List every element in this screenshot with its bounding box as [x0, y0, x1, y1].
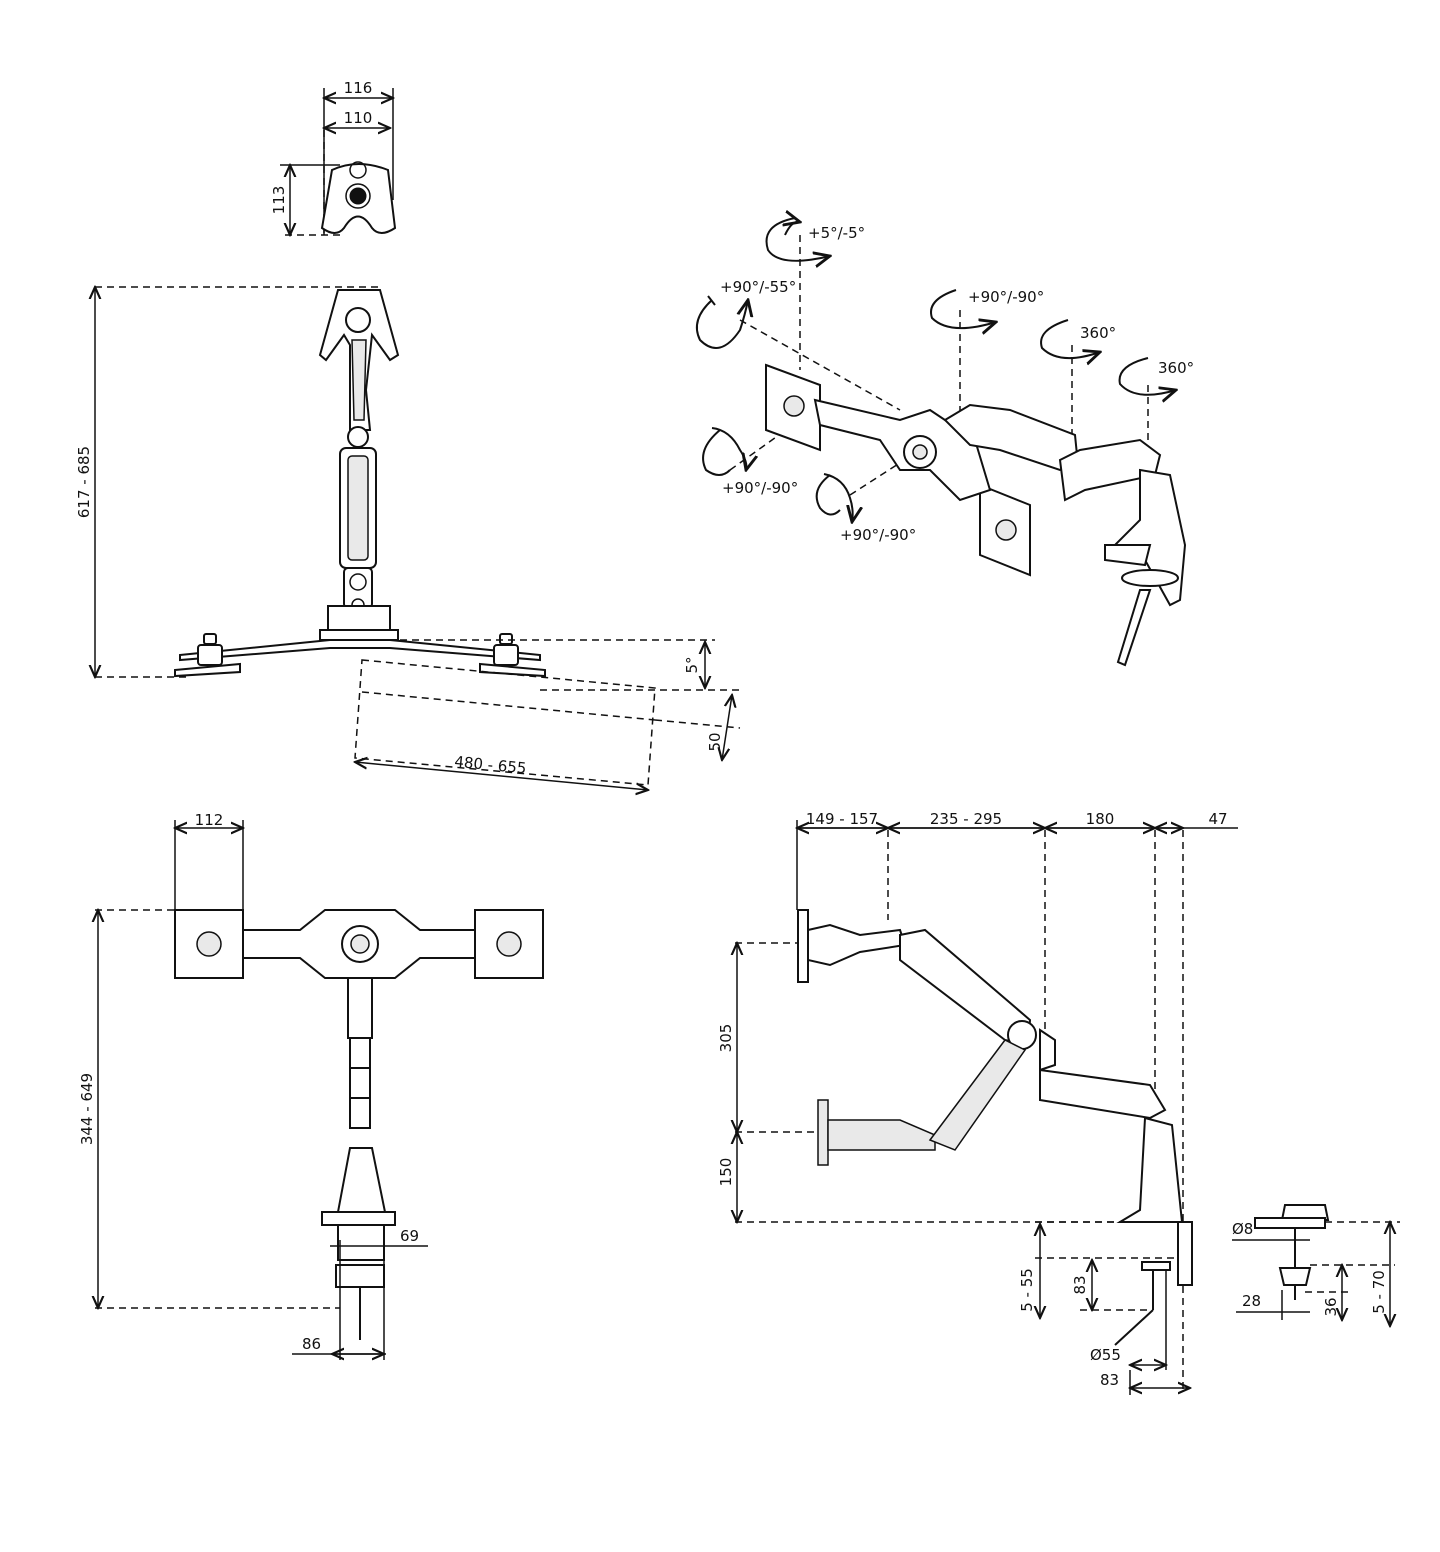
grommet-thickness-label: 5 - 70	[1370, 1270, 1388, 1314]
vesa-width-label: 112	[195, 811, 224, 829]
tilt-label: 5°	[683, 656, 701, 673]
rotation-tilt-label: +5°/-5°	[808, 224, 865, 242]
rotation-joint-2-label: 360°	[1158, 359, 1194, 377]
bolt-diameter-label: Ø8	[1232, 1220, 1253, 1238]
rotation-arm-swivel-label: +90°/-90°	[968, 288, 1044, 306]
reach-range-label: 480 - 655	[454, 753, 528, 778]
rotation-head-left-label: +90°/-90°	[722, 479, 798, 497]
base-width-label: 86	[302, 1335, 321, 1353]
clamp-width-label: 69	[400, 1227, 419, 1245]
rotation-joint-1-label: 360°	[1080, 324, 1116, 342]
height-upper-label: 305	[717, 1024, 735, 1053]
width-outer-label: 116	[344, 79, 373, 97]
height-range-front-label: 344 - 649	[78, 1073, 96, 1145]
isometric-view: +5°/-5° +90°/-55° +90°/-90° 360° 360° +9…	[696, 218, 1194, 667]
grommet-detail: Ø8 5 - 70 36 28	[1232, 1204, 1400, 1326]
width-inner-label: 110	[344, 109, 373, 127]
segment-3-label: 180	[1086, 810, 1115, 828]
rotation-head-center-label: +90°/-90°	[840, 526, 916, 544]
front-view: 112 344 - 649 69 86	[78, 811, 544, 1360]
base-depth-label: 113	[270, 186, 288, 215]
segment-4-label: 47	[1208, 810, 1227, 828]
washer-label: 28	[1242, 1292, 1261, 1310]
desk-thickness-label: 5 - 55	[1018, 1268, 1036, 1312]
washer-height-label: 36	[1322, 1297, 1340, 1316]
arm-top-view: 617 - 685 5°	[75, 287, 741, 790]
segment-1-label: 149 - 157	[806, 810, 878, 828]
height-lower-label: 150	[717, 1158, 735, 1187]
clamp-depth-label: 83	[1071, 1275, 1089, 1294]
offset-label: 50	[706, 732, 724, 751]
clamp-diameter-label: Ø55	[1090, 1346, 1121, 1364]
rotation-pan-label: +90°/-55°	[720, 278, 796, 296]
height-range-label: 617 - 685	[75, 446, 93, 518]
top-view: 116 110 113 617 - 685	[75, 79, 741, 790]
clamp-offset-label: 83	[1100, 1371, 1119, 1389]
side-view: 149 - 157 235 - 295 180 47 305 150 5 - 5…	[717, 810, 1238, 1395]
segment-2-label: 235 - 295	[930, 810, 1002, 828]
vesa-plate-upper	[797, 909, 809, 983]
base-top-view: 116 110 113	[270, 79, 397, 235]
